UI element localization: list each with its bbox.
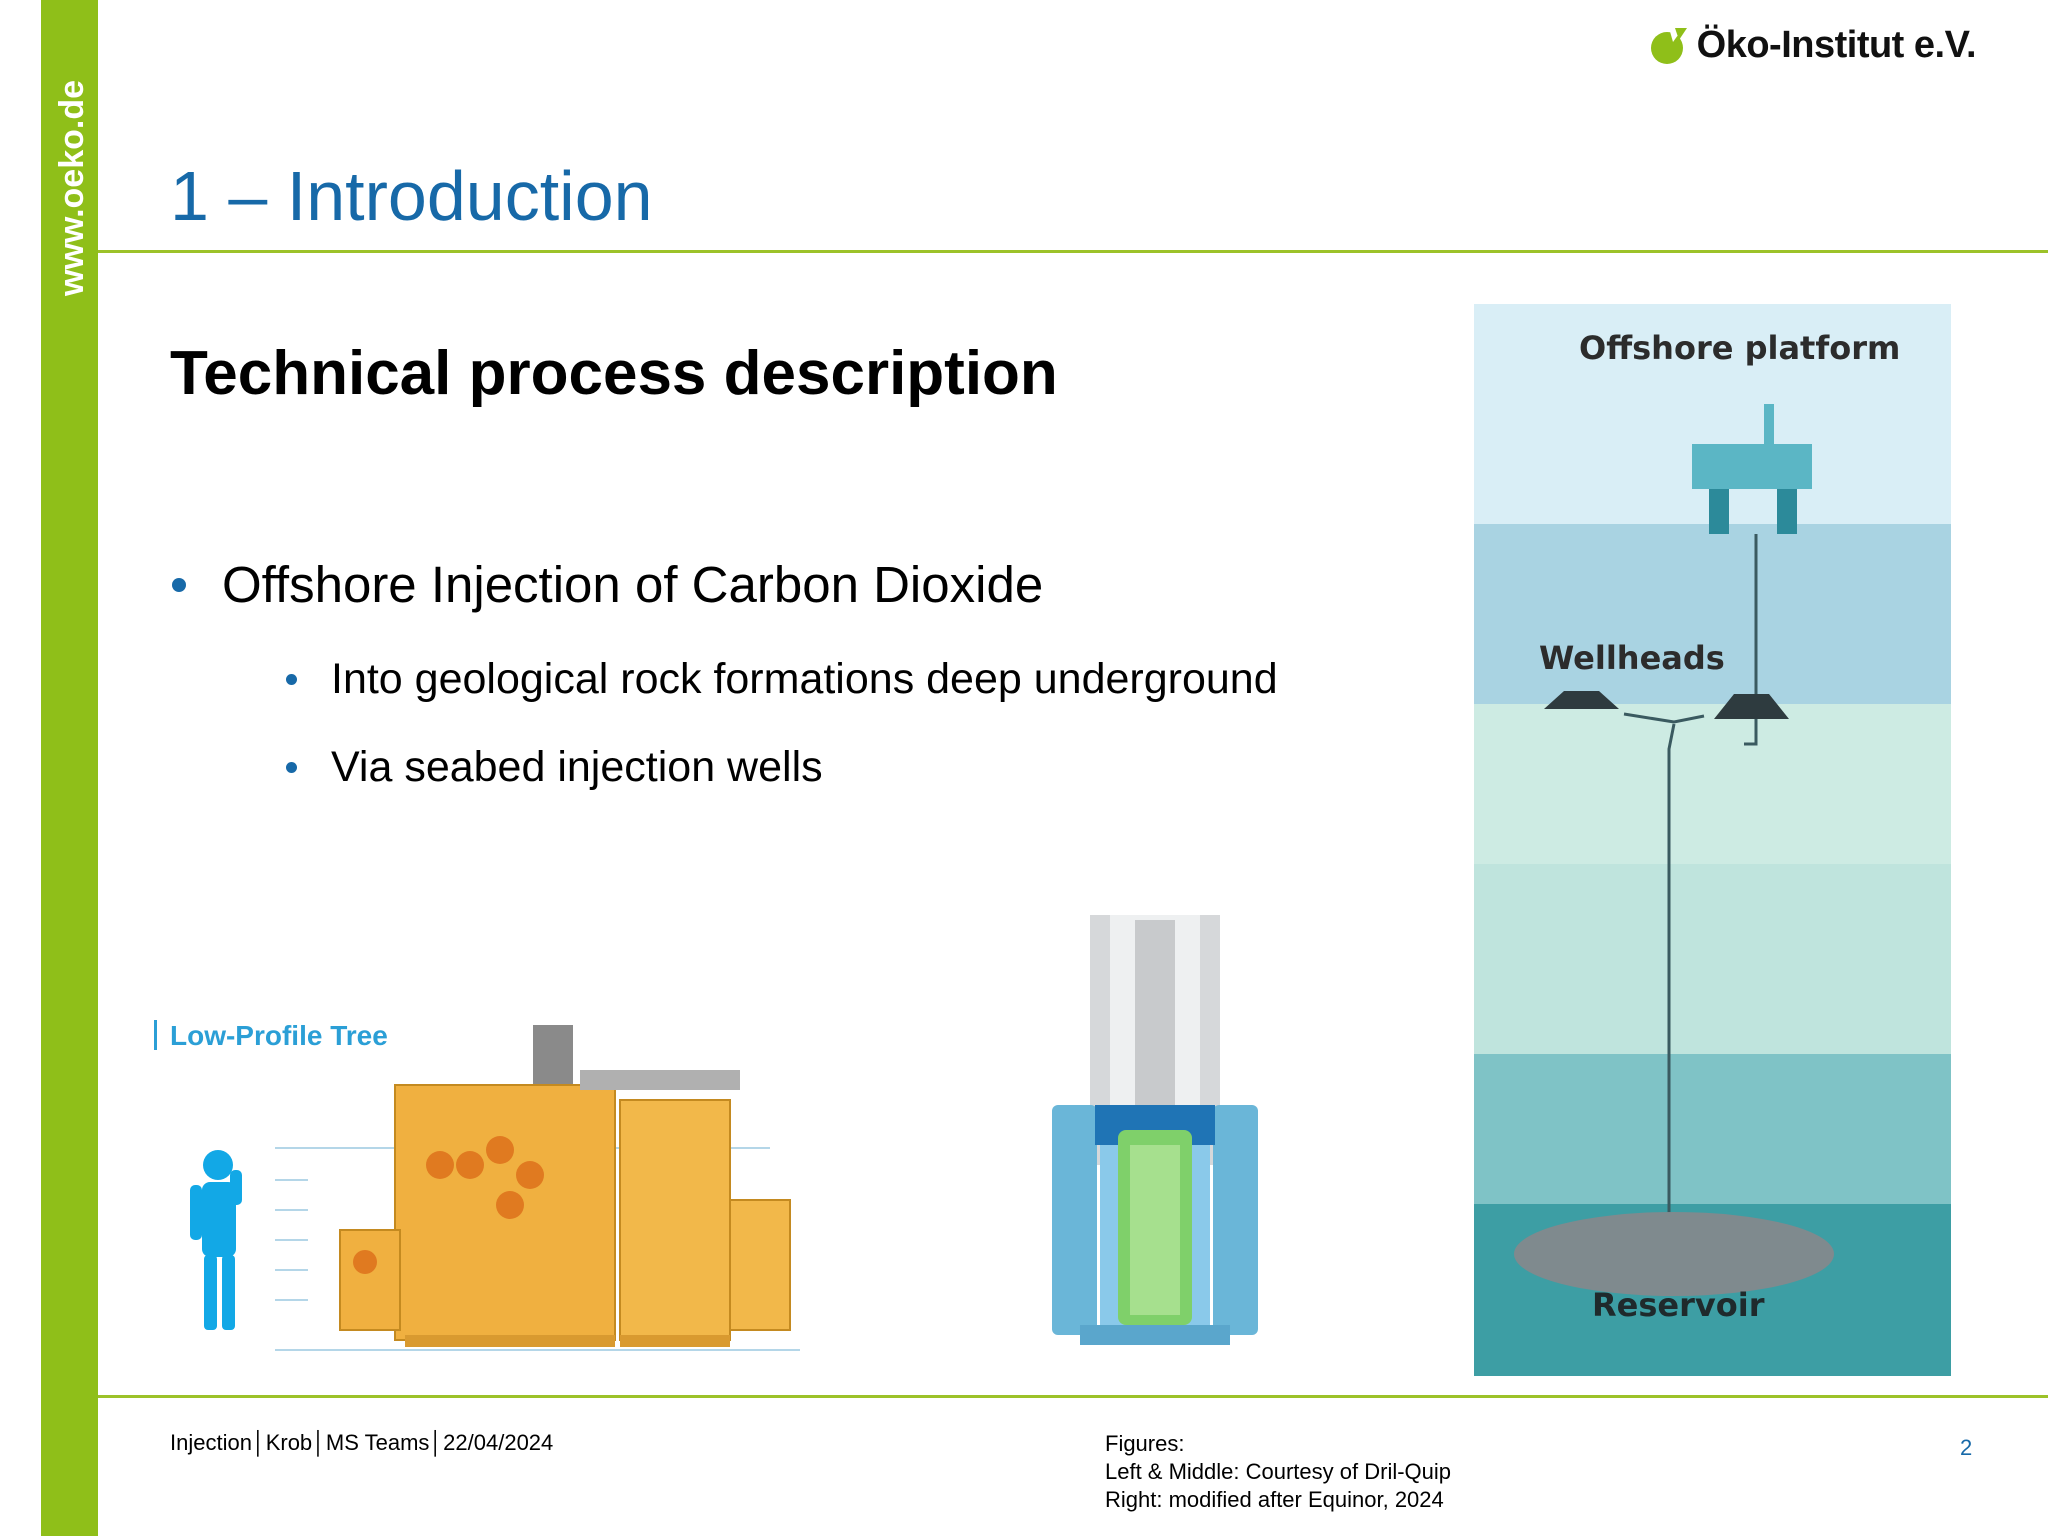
page-title: 1 – Introduction [170,157,653,235]
section-subtitle: Technical process description [170,339,1058,408]
figure-credits-heading: Figures: [1105,1431,1185,1456]
bullet-sub-2: Via seabed injection wells [286,743,823,792]
page-number: 2 [1960,1435,1973,1460]
reservoir-label: Reservoir [1592,1286,1765,1324]
bullet-sub-1: Into geological rock formations deep und… [286,655,1278,704]
bullet-sub-text: Into geological rock formations deep und… [331,655,1278,703]
oeko-logo: Öko-Institut e.V. [1649,24,1977,67]
offshore-diagram-figure: Offshore platform Wellheads Reservoir [1474,304,1951,1376]
wellheads-icon [1544,691,1789,719]
platform-icon [1692,404,1812,534]
bullet-dot [286,762,297,773]
reservoir-icon [1514,1212,1834,1296]
bullet-dot [172,577,186,592]
wellheads-label: Wellheads [1539,639,1725,677]
side-accent-bar [41,0,98,1536]
title-divider [98,250,2048,253]
figure-credits: Figures: Left & Middle: Courtesy of Dril… [1105,1430,1451,1514]
label-bar [154,1020,157,1050]
figure-credits-line: Right: modified after Equinor, 2024 [1105,1487,1444,1512]
low-profile-tree-label: Low-Profile Tree [170,1020,388,1051]
leaf-icon [1650,27,1687,64]
side-url-text: www.oeko.de [53,80,91,297]
logo-text: Öko-Institut e.V. [1696,24,1977,66]
low-profile-tree-figure: Low-Profile Tree [154,1020,800,1351]
person-silhouette [190,1150,242,1330]
bullet-main: Offshore Injection of Carbon Dioxide [172,555,1043,614]
bullet-sub-text: Via seabed injection wells [331,743,823,791]
footer-meta: Injection│Krob│MS Teams│22/04/2024 [170,1430,554,1455]
wellhead-cross-section-figure [1052,915,1258,1345]
subsea-tree-machine [339,1025,791,1347]
bullet-dot [286,674,297,685]
figure-credits-line: Left & Middle: Courtesy of Dril-Quip [1105,1459,1452,1484]
offshore-platform-label: Offshore platform [1579,329,1900,367]
footer-divider [98,1395,2048,1398]
bullet-main-text: Offshore Injection of Carbon Dioxide [222,556,1044,613]
